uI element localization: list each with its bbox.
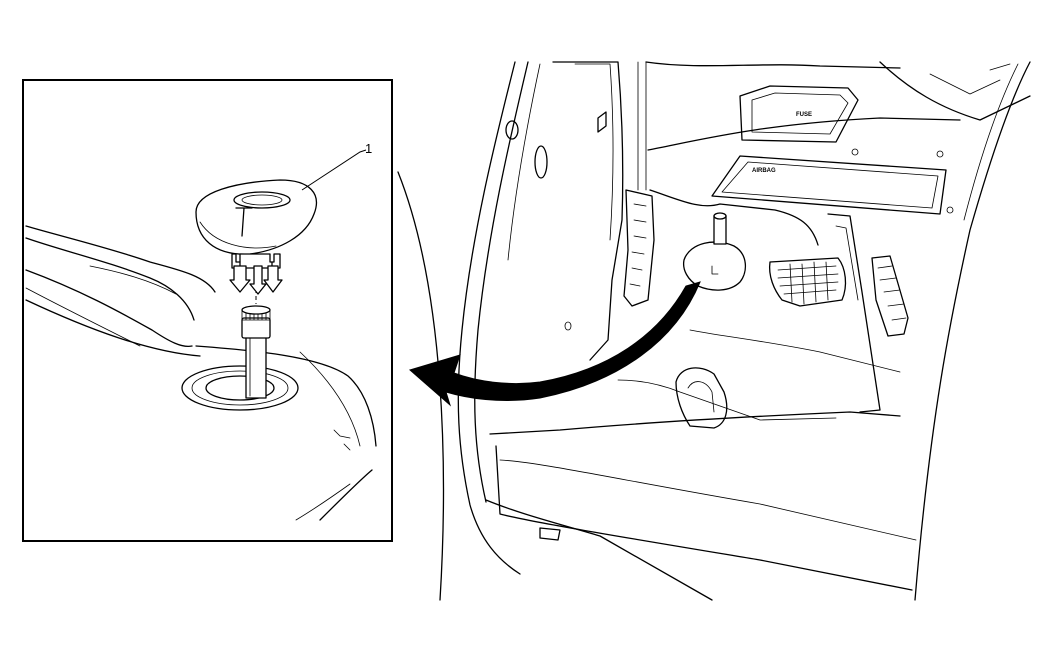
floor-line: [689, 329, 901, 373]
pedal-bracket-inner: [835, 225, 859, 301]
pillar-hole: [505, 120, 519, 140]
a-pillar-inner: [474, 61, 529, 503]
seat-bracket: [675, 367, 728, 429]
door-hinge-detail: [629, 203, 647, 287]
pillar-panel-inner: [574, 63, 614, 241]
stud-top: [241, 305, 271, 315]
clip-legs: [231, 253, 281, 269]
pillar-hole-2: [564, 321, 572, 331]
mount-hole-outer: [181, 365, 299, 411]
down-arrow-icon: [249, 265, 267, 295]
removed-cap-post: [713, 215, 727, 245]
airbag-panel-inner: [721, 161, 939, 209]
down-arrow-icon: [229, 265, 251, 293]
accelerator-pedal: [871, 255, 909, 337]
inset-bottom-curve-2: [295, 483, 351, 521]
pillar-bracket: [597, 111, 607, 133]
airbag-label: AIRBAG: [752, 168, 776, 174]
pillar-panel: [552, 61, 624, 361]
dash-screw-1: [851, 148, 859, 156]
sill-bottom: [485, 499, 713, 601]
trim-cap: [195, 179, 318, 255]
vent-detail: [929, 63, 1011, 95]
glovebox-label: FUSE: [796, 112, 812, 118]
hinge-rail: [637, 61, 647, 191]
dash-screw-3: [946, 206, 954, 214]
airbag-panel: [711, 155, 947, 215]
trim-cap-rim: [199, 221, 277, 249]
sill-clip: [539, 527, 561, 541]
dash-right-edge: [914, 61, 1031, 601]
inset-bottom-curve: [319, 469, 373, 521]
stud-splines: [241, 309, 271, 321]
callout-number: 1: [365, 141, 372, 156]
callout-leader: [301, 149, 367, 191]
kick-panel-lower: [617, 379, 837, 421]
sill-lower-edge: [499, 459, 917, 541]
mount-hole-inner: [205, 375, 275, 401]
trim-cap-recess: [233, 191, 291, 209]
trim-cap-t-mark: [235, 207, 253, 237]
sill-top: [489, 411, 901, 435]
pedal-bracket: [827, 213, 881, 413]
seat-bracket-inner: [687, 381, 715, 413]
stud-collar: [241, 317, 271, 339]
inset-frame: [22, 79, 393, 542]
inset-surface-2: [299, 351, 361, 447]
inset-trim-top: [25, 225, 216, 293]
door-hinge: [623, 189, 655, 307]
a-pillar-edge: [507, 63, 541, 261]
windshield-edge: [879, 61, 1031, 121]
removed-cap-base: [682, 241, 746, 291]
inset-contour: [25, 299, 201, 357]
detail-inset: 1: [22, 79, 393, 542]
kick-panel: [649, 189, 819, 246]
inset-surface: [195, 345, 377, 447]
brake-pedal-grip: [777, 261, 839, 305]
glovebox-upper: [739, 85, 859, 143]
glovebox-lid: [751, 92, 849, 135]
inset-notch: [333, 429, 351, 451]
vehicle-view: FUSE AIRBAG: [397, 61, 1031, 601]
inset-trim-lower-2: [25, 287, 141, 347]
down-arrow-icon: [263, 265, 283, 293]
trim-cap-recess-inner: [241, 194, 283, 206]
curved-arrow-left-icon: [408, 281, 701, 407]
stud-shaft: [245, 335, 267, 399]
dash-screw-2: [936, 150, 944, 158]
inset-trim-lower: [25, 269, 193, 348]
sill-face: [495, 445, 913, 591]
dash-right-inner: [963, 63, 1019, 221]
inset-trim-groove: [89, 265, 177, 295]
inset-trim-edge: [25, 237, 195, 321]
accelerator-ribs: [877, 265, 907, 321]
dash-top: [645, 61, 901, 69]
pillar-slot: [534, 145, 548, 179]
removed-cap-mark: [711, 265, 719, 275]
dash-upper-edge: [647, 117, 961, 151]
removed-cap-top: [713, 212, 727, 220]
mount-hole-mid: [191, 370, 289, 406]
